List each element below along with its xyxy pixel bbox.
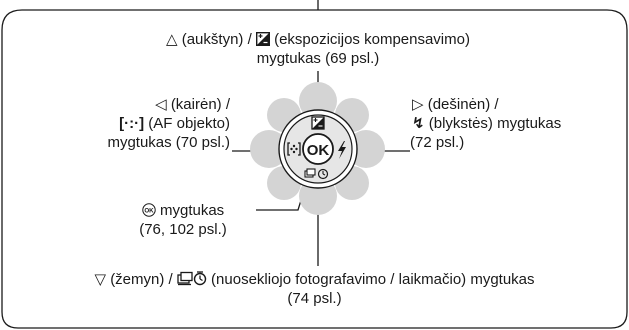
- up-button-label: △ (aukštyn) / (ekspozicijos kompensavimo…: [40, 30, 596, 68]
- left-label-line2: (AF objekto): [144, 115, 230, 132]
- down-label-text-before: (žemyn) /: [110, 271, 177, 288]
- left-arrow-symbol: ◁: [155, 95, 167, 113]
- right-button-label: ▷ (dešinėn) / ↯ (blykstės) mygtukas (72 …: [410, 95, 620, 152]
- ok-badge-text: OK: [144, 207, 154, 214]
- dial-flash-icon: [338, 141, 346, 159]
- ok-button-label: OK: [307, 142, 330, 159]
- right-arrow-symbol: ▷: [412, 95, 424, 113]
- dial-af-target-icon: [287, 142, 301, 156]
- ok-label-line1: mygtukas: [155, 202, 225, 219]
- sequential-timer-icon: [177, 271, 207, 286]
- left-button-label: ◁ (kairėn) / [·:·] (AF objekto) mygtukas…: [20, 95, 230, 152]
- flash-icon: ↯: [412, 114, 425, 132]
- frame-border: [1, 9, 628, 329]
- right-label-page-ref: (72 psl.): [410, 134, 465, 151]
- pad-petal-left: [250, 130, 288, 168]
- up-label-page-ref: mygtukas (69 psl.): [256, 50, 380, 67]
- up-arrow-symbol: △: [166, 30, 178, 48]
- exposure-compensation-icon: [255, 32, 270, 46]
- ok-button-description: OK mygtukas (76, 102 psl.): [110, 201, 256, 239]
- down-label-text-after: (nuosekliojo fotografavimo / laikmačio) …: [206, 271, 535, 288]
- af-target-icon: [·:·]: [119, 115, 145, 132]
- ok-button-graphic: [302, 133, 334, 165]
- left-label-line1: (kairėn) /: [170, 96, 230, 113]
- up-label-text-after: (ekspozicijos kompensavimo): [269, 31, 470, 48]
- dial-exposure-compensation-icon: [311, 116, 325, 130]
- right-label-line2: (blykstės) mygtukas: [424, 115, 562, 132]
- ok-label-page-ref: (76, 102 psl.): [139, 221, 227, 238]
- down-button-label: ▽ (žemyn) / (nuosekliojo fotografavimo /…: [10, 270, 619, 308]
- right-label-line1: (dešinėn) /: [427, 96, 499, 113]
- left-label-page-ref: mygtukas (70 psl.): [107, 134, 230, 151]
- up-label-text-before: (aukštyn) /: [181, 31, 256, 48]
- arrow-pad: OK: [250, 82, 385, 215]
- dial-sequential-timer-icon: [304, 168, 329, 180]
- down-arrow-symbol: ▽: [94, 270, 107, 288]
- down-label-page-ref: (74 psl.): [287, 290, 342, 307]
- ok-badge-icon: OK: [142, 203, 156, 217]
